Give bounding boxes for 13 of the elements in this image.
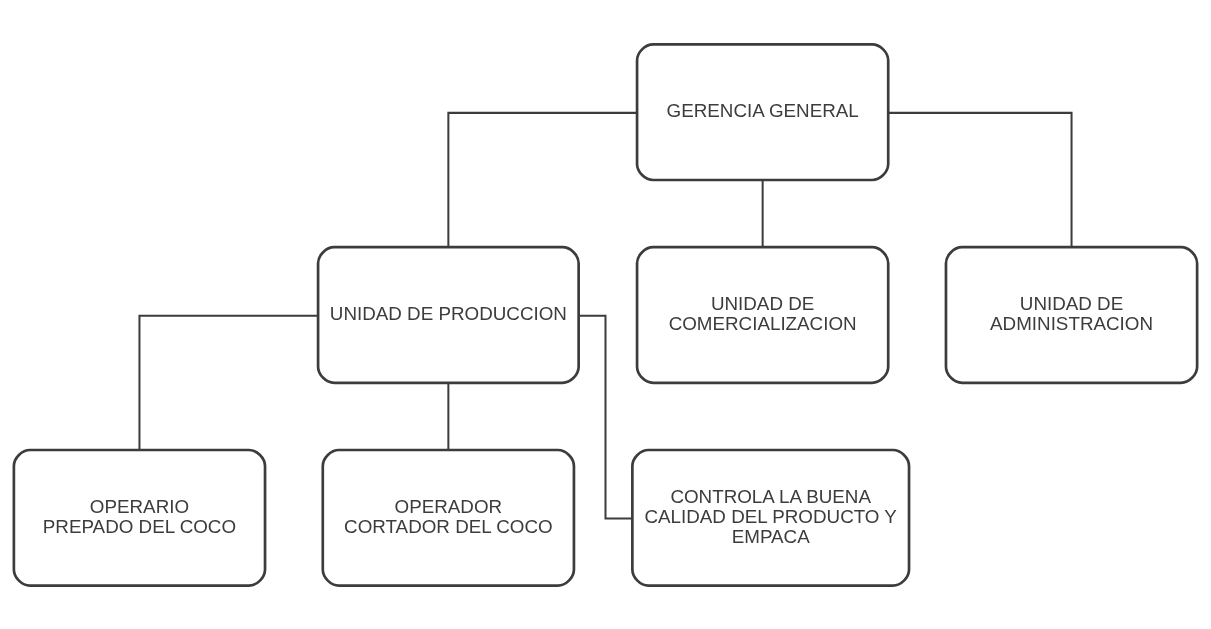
connector — [447, 382, 450, 450]
node-box: OPERADOR CORTADOR DEL COCO — [321, 448, 576, 587]
node-box: UNIDAD DE PRODUCCION — [316, 245, 580, 384]
node-box: GERENCIA GENERAL — [635, 42, 890, 181]
node-box: UNIDAD DE ADMINISTRACION — [944, 245, 1199, 384]
node-box: UNIDAD DE COMERCIALIZACION — [635, 245, 890, 384]
connector — [447, 111, 637, 247]
connector — [761, 179, 764, 247]
node-box: CONTROLA LA BUENA CALIDAD DEL PRODUCTO Y EMPACA — [631, 448, 911, 587]
connector — [578, 314, 633, 519]
connector — [888, 111, 1073, 247]
node-box: OPERARIO PREPADO DEL COCO — [12, 448, 267, 587]
connector — [138, 314, 318, 450]
